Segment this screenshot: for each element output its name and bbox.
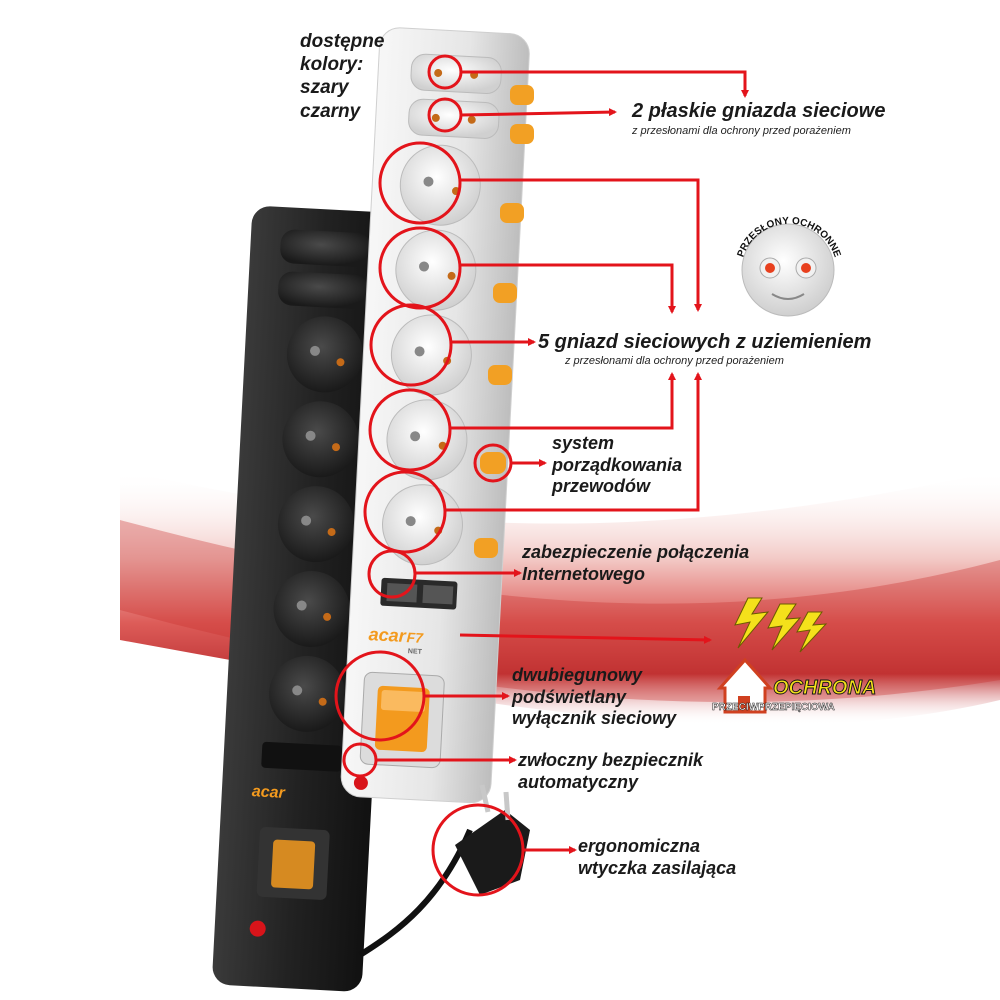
black-switch bbox=[271, 839, 316, 890]
black-grounded-socket bbox=[277, 486, 354, 563]
cable-system-line-3: przewodów bbox=[552, 476, 650, 497]
plug-line-2: wtyczka zasilająca bbox=[578, 857, 737, 878]
switch-line-3: wyłącznik sieciowy bbox=[512, 708, 677, 729]
colors-line-1: dostępne bbox=[300, 31, 385, 52]
white-flat-socket bbox=[408, 98, 500, 139]
flat-sockets-subtitle: z przesłonami dla ochrony przed porażeni… bbox=[632, 125, 851, 137]
plug-line-1: ergonomiczna bbox=[578, 836, 701, 856]
cable-system-label: system porządkowania przewodów bbox=[552, 433, 682, 498]
switch-line-2: podświetlany bbox=[512, 686, 627, 707]
flat-sockets-title: 2 płaskie gniazda sieciowe bbox=[632, 100, 886, 122]
svg-text:F7: F7 bbox=[406, 629, 424, 646]
callout-arrows bbox=[376, 70, 749, 854]
fuse-line-1: zwłoczny bezpiecznik bbox=[518, 750, 704, 770]
plug-label: ergonomiczna wtyczka zasilająca bbox=[578, 836, 736, 879]
fuse-line-2: automatyczny bbox=[518, 771, 639, 792]
svg-text:OCHRONA: OCHRONA bbox=[773, 677, 876, 699]
white-grounded-socket bbox=[386, 399, 468, 481]
black-fuse bbox=[249, 920, 266, 937]
grounded-sockets-subtitle: z przesłonami dla ochrony przed porażeni… bbox=[565, 355, 784, 367]
shutters-badge: PRZESŁONY OCHRONNE bbox=[736, 216, 843, 317]
black-flat-socket bbox=[278, 271, 369, 309]
power-cable bbox=[358, 828, 473, 958]
white-power-strip: acar F7 NET bbox=[340, 27, 530, 804]
svg-text:PRZECIWPRZEPIĘCIOWA: PRZECIWPRZEPIĘCIOWA bbox=[712, 702, 835, 713]
internet-protection-line-2: Internetowego bbox=[522, 563, 646, 584]
colors-line-3: szary bbox=[300, 77, 349, 99]
switch-line-1: dwubiegunowy bbox=[512, 665, 642, 685]
black-grounded-socket bbox=[282, 401, 359, 478]
colors-line-4: czarny bbox=[300, 100, 361, 122]
available-colors-label: dostępne kolory: szary czarny bbox=[300, 30, 384, 123]
black-logo: acar bbox=[251, 783, 286, 802]
grounded-sockets-title: 5 gniazd sieciowych z uziemieniem bbox=[538, 331, 872, 353]
black-grounded-socket bbox=[273, 571, 350, 648]
fuse-label: zwłoczny bezpiecznik automatyczny bbox=[518, 750, 703, 793]
cable-clips bbox=[474, 85, 534, 558]
black-rj45-port bbox=[261, 741, 343, 772]
black-flat-socket bbox=[280, 229, 371, 267]
internet-protection-label: zabezpieczenie połączenia Internetowego bbox=[522, 542, 749, 585]
internet-protection-line-1: zabezpieczenie połączenia bbox=[522, 542, 750, 562]
black-grounded-socket bbox=[269, 655, 346, 732]
switch-label: dwubiegunowy podświetlany wyłącznik siec… bbox=[512, 665, 676, 730]
colors-line-2: kolory: bbox=[300, 54, 364, 76]
white-grounded-socket bbox=[399, 144, 481, 226]
cable-system-line-2: porządkowania bbox=[552, 454, 683, 475]
white-fuse bbox=[353, 775, 368, 790]
svg-text:acar: acar bbox=[368, 624, 407, 646]
black-grounded-socket bbox=[286, 316, 363, 393]
surge-badge: OCHRONA PRZECIWPRZEPIĘCIOWA bbox=[712, 597, 877, 714]
white-logo: acar F7 NET bbox=[368, 624, 424, 656]
svg-text:NET: NET bbox=[408, 648, 423, 656]
cable-system-line-1: system bbox=[552, 433, 615, 453]
